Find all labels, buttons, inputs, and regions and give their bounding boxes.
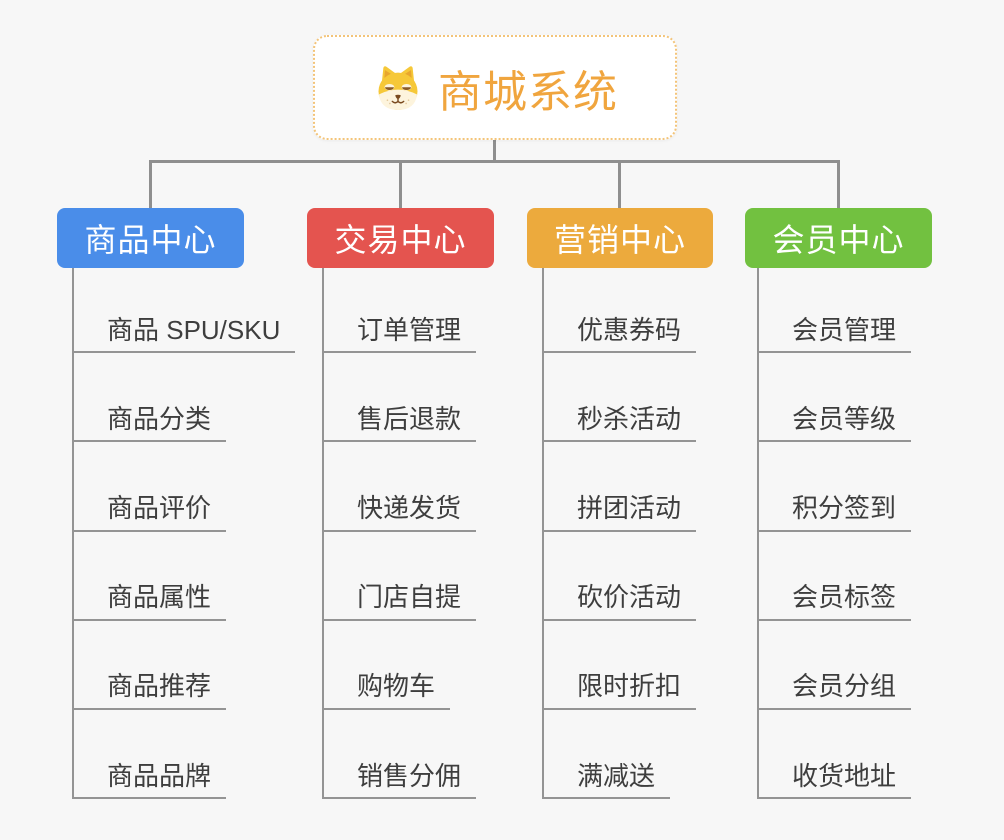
leaf-item[interactable]: 积分签到 xyxy=(757,494,912,532)
leaf-item[interactable]: 购物车 xyxy=(322,672,451,710)
leaf-item[interactable]: 售后退款 xyxy=(322,405,477,443)
leaf-item[interactable]: 会员等级 xyxy=(757,405,912,443)
leaf-item[interactable]: 商品推荐 xyxy=(72,672,227,710)
leaf-item[interactable]: 砍价活动 xyxy=(542,583,697,621)
leaf-item[interactable]: 商品 SPU/SKU xyxy=(72,315,296,354)
connector-drop-marketing xyxy=(618,160,621,209)
leaf-item[interactable]: 会员标签 xyxy=(757,583,912,621)
connector-root-drop xyxy=(493,140,496,161)
leaf-column-member: 会员管理 会员等级 积分签到 会员标签 会员分组 收货地址 xyxy=(757,264,912,800)
leaf-item[interactable]: 优惠券码 xyxy=(542,315,697,354)
branch-trunk-product xyxy=(72,268,74,799)
leaf-item[interactable]: 拼团活动 xyxy=(542,494,697,532)
branch-node-trade-center[interactable]: 交易中心 xyxy=(307,208,494,268)
leaf-item[interactable]: 商品评价 xyxy=(72,494,227,532)
leaf-column-product: 商品 SPU/SKU 商品分类 商品评价 商品属性 商品推荐 商品品牌 xyxy=(72,264,296,800)
leaf-item[interactable]: 限时折扣 xyxy=(542,672,697,710)
leaf-item[interactable]: 收货地址 xyxy=(757,761,912,800)
branch-node-marketing-center[interactable]: 营销中心 xyxy=(527,208,713,268)
dog-face-icon xyxy=(372,62,424,114)
leaf-item[interactable]: 会员管理 xyxy=(757,315,912,354)
connector-drop-product xyxy=(149,160,152,209)
leaf-item[interactable]: 快递发货 xyxy=(322,494,477,532)
leaf-item[interactable]: 订单管理 xyxy=(322,315,477,354)
branch-trunk-trade xyxy=(322,268,324,799)
leaf-item[interactable]: 商品品牌 xyxy=(72,761,227,800)
leaf-column-trade: 订单管理 售后退款 快递发货 门店自提 购物车 销售分佣 xyxy=(322,264,477,800)
branch-node-member-center[interactable]: 会员中心 xyxy=(745,208,932,268)
leaf-item[interactable]: 销售分佣 xyxy=(322,761,477,800)
leaf-item[interactable]: 会员分组 xyxy=(757,672,912,710)
connector-horizontal xyxy=(149,160,840,163)
leaf-item[interactable]: 商品分类 xyxy=(72,405,227,443)
root-node[interactable]: 商城系统 xyxy=(313,35,677,140)
branch-trunk-marketing xyxy=(542,268,544,799)
branch-trunk-member xyxy=(757,268,759,799)
leaf-item[interactable]: 秒杀活动 xyxy=(542,405,697,443)
leaf-column-marketing: 优惠券码 秒杀活动 拼团活动 砍价活动 限时折扣 满减送 xyxy=(542,264,697,800)
connector-drop-member xyxy=(837,160,840,209)
leaf-item[interactable]: 商品属性 xyxy=(72,583,227,621)
root-title: 商城系统 xyxy=(438,67,618,117)
connector-drop-trade xyxy=(399,160,402,209)
leaf-item[interactable]: 门店自提 xyxy=(322,583,477,621)
leaf-item[interactable]: 满减送 xyxy=(542,761,671,800)
branch-node-product-center[interactable]: 商品中心 xyxy=(57,208,244,268)
